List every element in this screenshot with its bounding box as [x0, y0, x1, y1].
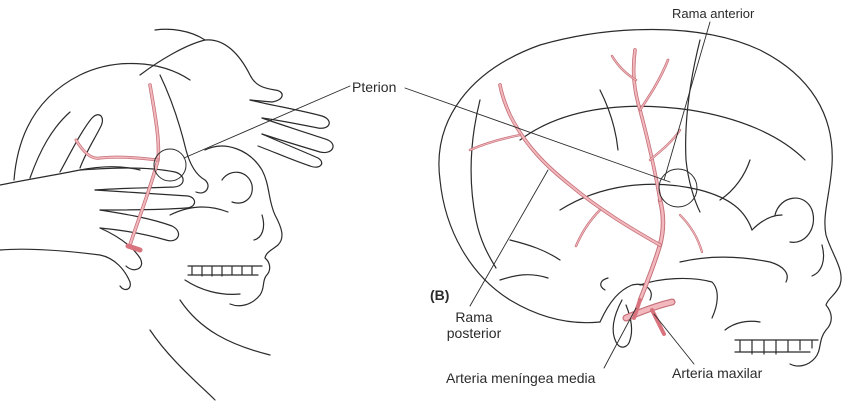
label-rama-posterior: Rama posterior: [446, 309, 502, 341]
label-arteria-meningea-media: Arteria meníngea media: [446, 370, 596, 386]
maxilar-leader: [653, 313, 695, 365]
top-hand-finger-2: [261, 117, 334, 154]
skull-base-cut: [639, 277, 718, 319]
skull-nasal: [253, 214, 265, 241]
posterior-sub-branch-3: [678, 213, 704, 254]
posterior-branch-outline: [498, 83, 662, 247]
zygomatic-arch: [679, 256, 788, 283]
label-rama-posterior-line2: posterior: [446, 325, 502, 341]
lower-hand-wrist: [0, 248, 131, 291]
rama-posterior-leader: [469, 169, 549, 307]
anterior-sub-branch-2-fill: [611, 55, 637, 81]
lower-hand-finger-1: [79, 167, 184, 191]
occipital-outline: [439, 179, 601, 324]
skull-orbit: [221, 171, 253, 204]
sphenoid-suture: [719, 159, 783, 231]
panel-b-lateral-skull: [404, 21, 842, 369]
top-hand: [139, 39, 283, 103]
mastoid-region: [599, 283, 652, 323]
temporal-line: [519, 105, 806, 161]
label-pterion: Pterion: [352, 79, 397, 95]
parietal-suture: [599, 89, 619, 151]
posterior-sub-branch-1: [468, 133, 522, 152]
posterior-sub-branch-3-fill: [679, 214, 703, 253]
panel-a-meningeal-branch-inner: [75, 139, 159, 161]
maxillary-artery-fill: [623, 299, 675, 321]
posterior-sub-branch-2: [574, 208, 602, 248]
label-rama-anterior: Rama anterior: [672, 6, 755, 21]
top-hand-wrist: [154, 28, 206, 41]
shoulder-outline: [149, 329, 216, 401]
head-outline: [13, 62, 191, 181]
panel-a-pterion-circle: [153, 148, 187, 182]
pterion-leader-b: [404, 87, 671, 183]
meningeal-origin: [632, 298, 642, 320]
occipitomastoid-suture: [499, 239, 561, 281]
lower-hand-finger-3: [99, 209, 180, 242]
skull-teeth: [187, 265, 263, 277]
posterior-sub-branch-2-fill: [575, 209, 601, 247]
anterior-sub-branch-1-fill: [639, 59, 669, 111]
coronal-suture: [685, 39, 701, 213]
lower-hand-palm: [0, 166, 141, 186]
label-arteria-maxilar: Arteria maxilar: [672, 365, 763, 381]
cut-edge: [600, 277, 609, 291]
neck-outline: [179, 299, 271, 356]
skull-mandible: [184, 279, 241, 295]
lambdoid-suture: [470, 99, 497, 269]
anterior-sub-branch-1: [638, 58, 670, 112]
hairline: [29, 111, 71, 179]
upper-teeth: [734, 339, 819, 355]
top-hand-finger-1: [249, 99, 330, 129]
squamosal-suture: [559, 183, 753, 231]
nasal-aperture: [811, 244, 825, 277]
lower-hand-thumb: [59, 114, 104, 173]
posterior-sub-branch-1-fill: [469, 134, 521, 151]
skull-temporal-line: [169, 206, 229, 216]
maxillary-artery-branch: [650, 308, 666, 336]
skull-face-profile: [204, 145, 283, 307]
panel-a-artery-stub: [125, 243, 143, 253]
top-hand-thumb: [159, 74, 209, 194]
lower-hand-finger-4: [99, 227, 143, 271]
panel-b-pterion-circle: [658, 168, 698, 208]
meningea-media-leader: [603, 307, 637, 369]
orbit: [774, 197, 814, 243]
label-rama-posterior-line1: Rama: [455, 309, 493, 325]
label-panel-b: (B): [430, 287, 450, 303]
top-hand-finger-3: [257, 133, 323, 168]
middle-meningeal-artery: [468, 48, 704, 303]
posterior-branch-fill: [499, 84, 661, 246]
cranium-outline: [438, 28, 842, 367]
styloid-process: [612, 299, 633, 348]
anterior-sub-branch-3: [648, 128, 682, 162]
rama-anterior-leader: [663, 21, 711, 181]
panel-a-head-with-hands: [0, 28, 351, 401]
pterion-leader-a: [183, 85, 351, 159]
mandible-fragment: [724, 320, 761, 331]
